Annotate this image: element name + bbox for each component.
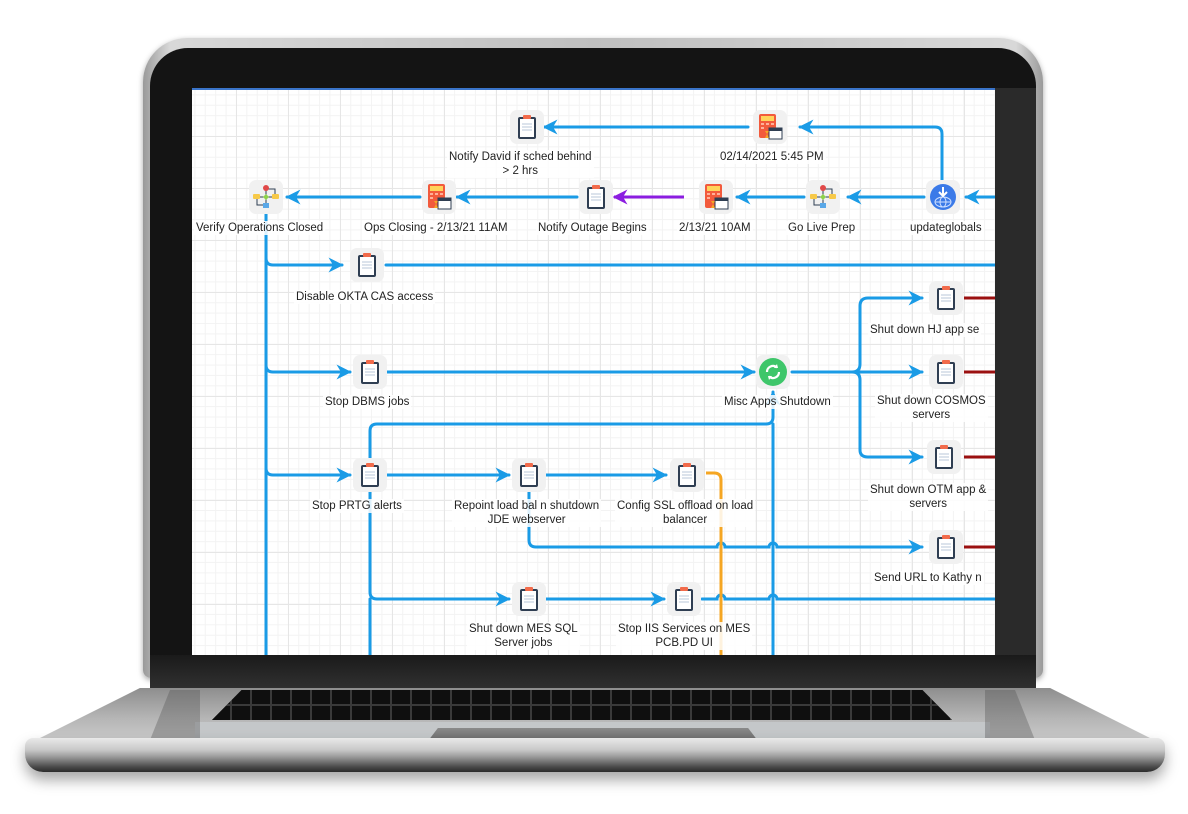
node-label: Disable OKTA CAS access [294, 290, 436, 304]
clipboard-icon [935, 445, 953, 469]
clipboard-icon [520, 587, 538, 611]
node-updateglobals[interactable] [926, 180, 960, 214]
globe-download-icon [930, 184, 956, 210]
laptop-keyboard [212, 690, 952, 720]
calculator-calendar-icon [759, 114, 783, 140]
node-stop-dbms[interactable] [353, 355, 387, 389]
node-shut-otm[interactable] [927, 440, 961, 474]
node-notify-outage[interactable] [579, 180, 613, 214]
connector [264, 363, 352, 380]
connector [700, 593, 995, 601]
clipboard-icon [361, 463, 379, 487]
node-label: Shut down HJ app se [868, 323, 982, 337]
clipboard-icon [358, 253, 376, 277]
node-misc-apps[interactable] [756, 355, 790, 389]
terminal-connectors [964, 296, 995, 549]
node-disable-okta[interactable] [350, 248, 384, 282]
node-label: Misc Apps Shutdown [722, 395, 833, 409]
node-label: Notify David if sched behind> 2 hrs [447, 150, 594, 178]
node-date-0214[interactable] [753, 110, 787, 144]
clipboard-icon [937, 360, 955, 384]
node-shut-mes-sql[interactable] [512, 582, 546, 616]
clipboard-icon [518, 115, 536, 139]
node-label: Send URL to Kathy n [872, 571, 984, 585]
node-label: updateglobals [908, 221, 984, 235]
connector [264, 466, 352, 483]
calculator-calendar-icon [705, 184, 729, 210]
connector [850, 370, 924, 465]
laptop-bezel-right [995, 88, 1036, 658]
node-notify-david[interactable] [510, 110, 544, 144]
clipboard-icon [520, 463, 538, 487]
node-label: Verify Operations Closed [194, 221, 326, 235]
node-label: 2/13/21 10AM [677, 221, 753, 235]
node-label: 02/14/2021 5:45 PM [718, 150, 826, 164]
clipboard-icon [361, 360, 379, 384]
node-label: Shut down OTM app &servers [868, 483, 989, 511]
laptop-trackpad [428, 728, 758, 741]
node-label: Stop PRTG alerts [310, 499, 404, 513]
connector [368, 488, 511, 607]
node-stop-iis[interactable] [667, 582, 701, 616]
connector [798, 119, 944, 184]
connector-alt [706, 471, 723, 657]
node-label: Go Live Prep [786, 221, 858, 235]
clipboard-icon [937, 535, 955, 559]
node-label: Notify Outage Begins [536, 221, 649, 235]
clipboard-icon [587, 185, 605, 209]
node-ops-closing[interactable] [422, 180, 456, 214]
connector [368, 390, 781, 462]
laptop-base-front [25, 738, 1165, 772]
node-shut-hj[interactable] [929, 281, 963, 315]
node-repoint-lb[interactable] [512, 458, 546, 492]
node-label: Stop DBMS jobs [323, 395, 412, 409]
workflow-canvas[interactable]: Notify David if sched behind> 2 hrs 02/1… [192, 88, 995, 657]
node-verify-ops[interactable] [249, 180, 283, 214]
connector [264, 256, 344, 273]
node-shut-cosmos[interactable] [929, 355, 963, 389]
node-go-live-prep[interactable] [806, 180, 840, 214]
connector-layer [264, 119, 995, 657]
flowchart-icon [810, 185, 836, 208]
clipboard-icon [937, 286, 955, 310]
node-send-url[interactable] [929, 530, 963, 564]
calculator-calendar-icon [428, 184, 452, 210]
clipboard-icon [678, 463, 696, 487]
node-label: Ops Closing - 2/13/21 11AM [362, 221, 510, 235]
node-stop-prtg[interactable] [353, 458, 387, 492]
clipboard-icon [675, 587, 693, 611]
node-config-ssl[interactable] [670, 458, 704, 492]
node-date-0213[interactable] [699, 180, 733, 214]
refresh-icon [759, 358, 787, 386]
flowchart-icon [253, 185, 279, 208]
